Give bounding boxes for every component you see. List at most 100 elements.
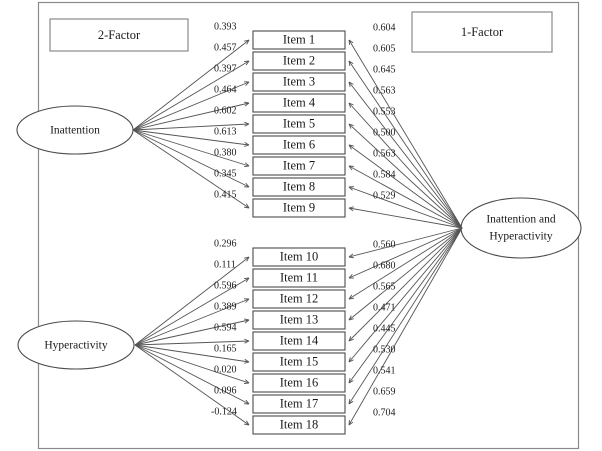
item-label: Item 13	[280, 312, 319, 326]
loading-value-right: 0.604	[373, 22, 396, 33]
loading-path-right	[348, 227, 463, 363]
loading-value-left: 0.397	[214, 63, 237, 74]
arrowhead-right	[348, 123, 354, 129]
item-box: Item 16	[252, 373, 346, 393]
arrowhead-left	[243, 60, 250, 66]
item-box: Item 11	[252, 268, 346, 288]
loading-path-right	[348, 207, 463, 229]
loading-path-left	[132, 39, 250, 131]
arrowhead-left	[243, 399, 250, 405]
loading-value-right: 0.560	[373, 239, 396, 250]
arrowhead-left	[244, 420, 250, 426]
arrowhead-left	[244, 121, 250, 127]
loading-value-left: 0.345	[214, 168, 237, 179]
loading-path-right	[348, 227, 463, 342]
loading-path-right	[348, 227, 463, 384]
loading-value-right: 0.605	[373, 43, 396, 54]
loading-value-right: 0.563	[373, 85, 396, 96]
item-box: Item 13	[252, 310, 346, 330]
loading-value-left: 0.613	[214, 126, 237, 137]
diagram-frame: 2-Factor 1-Factor Inattention Hyperactiv…	[16, 1, 582, 450]
factor-ellipse-general	[460, 197, 582, 259]
factor-label-hyperactivity: Hyperactivity	[44, 340, 107, 352]
loading-path-right	[348, 186, 463, 229]
loading-value-right: 0.563	[373, 148, 396, 159]
loading-path-right	[348, 123, 463, 229]
arrowhead-left	[243, 298, 250, 303]
arrowhead-right	[348, 206, 354, 212]
loading-path-left	[132, 129, 250, 167]
arrowhead-left	[244, 338, 250, 344]
arrowhead-left	[243, 203, 250, 209]
arrowhead-right	[348, 273, 355, 279]
loading-path-left	[134, 277, 250, 346]
loading-path-left	[132, 129, 250, 146]
arrowhead-right	[348, 253, 355, 259]
loading-value-right: 0.500	[373, 127, 396, 138]
item-box: Item 12	[252, 289, 346, 309]
arrowhead-left	[244, 101, 250, 107]
right-loading-labels: 0.6040.6050.6450.5630.5530.5000.5630.584…	[373, 22, 396, 418]
item-label: Item 12	[280, 291, 319, 305]
loading-value-left: 0.380	[214, 147, 237, 158]
factor-label-general-line1: Inattention and	[486, 214, 556, 226]
loading-path-right	[348, 227, 463, 258]
loading-path-right	[348, 144, 463, 229]
item-label: Item 18	[280, 417, 319, 431]
loading-path-right	[348, 60, 463, 229]
arrowhead-left	[243, 379, 250, 384]
loading-path-right	[348, 102, 463, 229]
item-box: Item 2	[252, 51, 346, 71]
loading-path-right	[348, 227, 463, 426]
arrowhead-right	[348, 102, 354, 108]
item-label: Item 9	[283, 200, 315, 214]
arrowhead-right	[348, 378, 354, 384]
loading-value-left: -0.124	[211, 406, 237, 417]
loading-path-left	[132, 123, 250, 131]
loading-path-right	[348, 39, 463, 229]
arrowhead-left	[243, 182, 250, 188]
item-box: Item 6	[252, 135, 346, 155]
loading-value-right: 0.553	[373, 106, 396, 117]
loading-value-right: 0.529	[373, 190, 396, 201]
arrowhead-right	[348, 81, 354, 87]
item-box: Item 14	[252, 331, 346, 351]
loading-path-left	[132, 129, 250, 188]
header-box-left	[49, 18, 189, 52]
loading-path-left	[134, 256, 250, 346]
item-box: Item 1	[252, 30, 346, 50]
arrowhead-right	[348, 39, 354, 46]
factor-label-inattention: Inattention	[50, 125, 100, 137]
loading-path-right	[348, 227, 463, 321]
loading-path-left	[132, 102, 250, 131]
arrowhead-right	[348, 419, 354, 426]
arrowhead-right	[348, 294, 355, 300]
loading-path-right	[348, 227, 463, 279]
item-label: Item 14	[280, 333, 319, 347]
loading-value-right: 0.541	[373, 365, 396, 376]
loading-value-right: 0.680	[373, 260, 396, 271]
loading-value-right: 0.584	[373, 169, 396, 180]
arrowhead-right	[348, 186, 355, 191]
left-loading-labels: 0.3930.4570.3970.4640.6020.6130.3800.345…	[211, 21, 237, 417]
item-label: Item 6	[283, 137, 315, 151]
loading-value-left: 0.165	[214, 343, 237, 354]
loading-path-left	[134, 340, 250, 346]
loading-value-left: 0.111	[214, 259, 236, 270]
loading-value-left: 0.296	[214, 238, 237, 249]
loading-value-right: 0.471	[373, 302, 396, 313]
loading-value-left: 0.457	[214, 42, 237, 53]
item-box: Item 5	[252, 114, 346, 134]
item-box: Item 3	[252, 72, 346, 92]
arrowhead-right	[348, 398, 354, 405]
arrowhead-left	[244, 39, 250, 45]
item-box: Item 7	[252, 156, 346, 176]
arrowhead-left	[244, 318, 250, 324]
loading-value-right: 0.565	[373, 281, 396, 292]
header-label-right: 1-Factor	[461, 25, 504, 39]
arrowhead-right	[348, 144, 354, 150]
item-label: Item 8	[283, 179, 315, 193]
